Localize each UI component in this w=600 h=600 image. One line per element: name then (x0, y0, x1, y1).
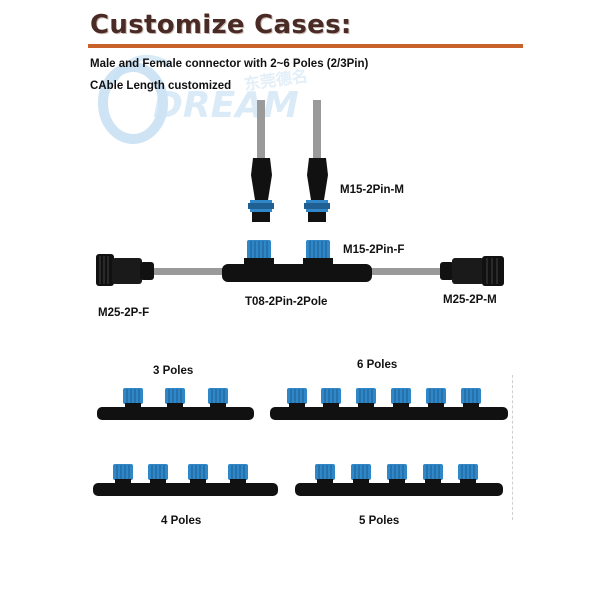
label-t08: T08-2Pin-2Pole (245, 296, 328, 308)
m15-male-plug-right (304, 158, 330, 222)
label-6-poles: 6 Poles (357, 359, 398, 371)
cable-right-horizontal (370, 268, 445, 275)
subtitle-poles: Male and Female connector with 2~6 Poles… (90, 58, 369, 70)
t08-body (222, 240, 372, 282)
blue-socket (287, 388, 307, 404)
blue-socket (228, 464, 248, 480)
divider-line (512, 375, 513, 520)
blue-socket (458, 464, 478, 480)
svg-text:DREAM: DREAM (153, 85, 299, 126)
cable-left-vertical (257, 100, 265, 160)
label-4-poles: 4 Poles (161, 515, 202, 527)
m25-male-plug (440, 256, 504, 286)
blue-socket (208, 388, 228, 404)
blue-socket (356, 388, 376, 404)
cable-right-vertical (313, 100, 321, 160)
blue-socket (423, 464, 443, 480)
dream-logo-watermark: DREAM 东莞德名 (98, 54, 309, 144)
label-m15-female: M15-2Pin-F (343, 244, 405, 256)
blue-socket (321, 388, 341, 404)
blue-socket (426, 388, 446, 404)
bar-body (295, 483, 503, 496)
cable-left-horizontal (152, 268, 227, 275)
blue-socket (113, 464, 133, 480)
blue-socket (315, 464, 335, 480)
subtitle-cable-length: CAble Length customized (90, 80, 232, 92)
blue-socket (351, 464, 371, 480)
label-5-poles: 5 Poles (359, 515, 400, 527)
label-m25-female: M25-2P-F (98, 307, 150, 319)
blue-socket (461, 388, 481, 404)
m15-male-plug-left (248, 158, 274, 222)
bar-body (93, 483, 278, 496)
blue-socket (123, 388, 143, 404)
five-pole-bar (295, 464, 503, 496)
m25-female-plug (96, 254, 154, 286)
four-pole-bar (93, 464, 278, 496)
blue-socket (165, 388, 185, 404)
label-m25-male: M25-2P-M (443, 294, 497, 306)
blue-socket (188, 464, 208, 480)
three-pole-bar (97, 388, 254, 420)
blue-socket (148, 464, 168, 480)
title-underline (88, 44, 523, 48)
bar-body (97, 407, 254, 420)
blue-socket (387, 464, 407, 480)
bar-body (270, 407, 508, 420)
label-m15-male: M15-2Pin-M (340, 184, 404, 196)
six-pole-bar (270, 388, 508, 420)
page-title: Customize Cases: (90, 10, 352, 40)
blue-socket (391, 388, 411, 404)
label-3-poles: 3 Poles (153, 365, 194, 377)
